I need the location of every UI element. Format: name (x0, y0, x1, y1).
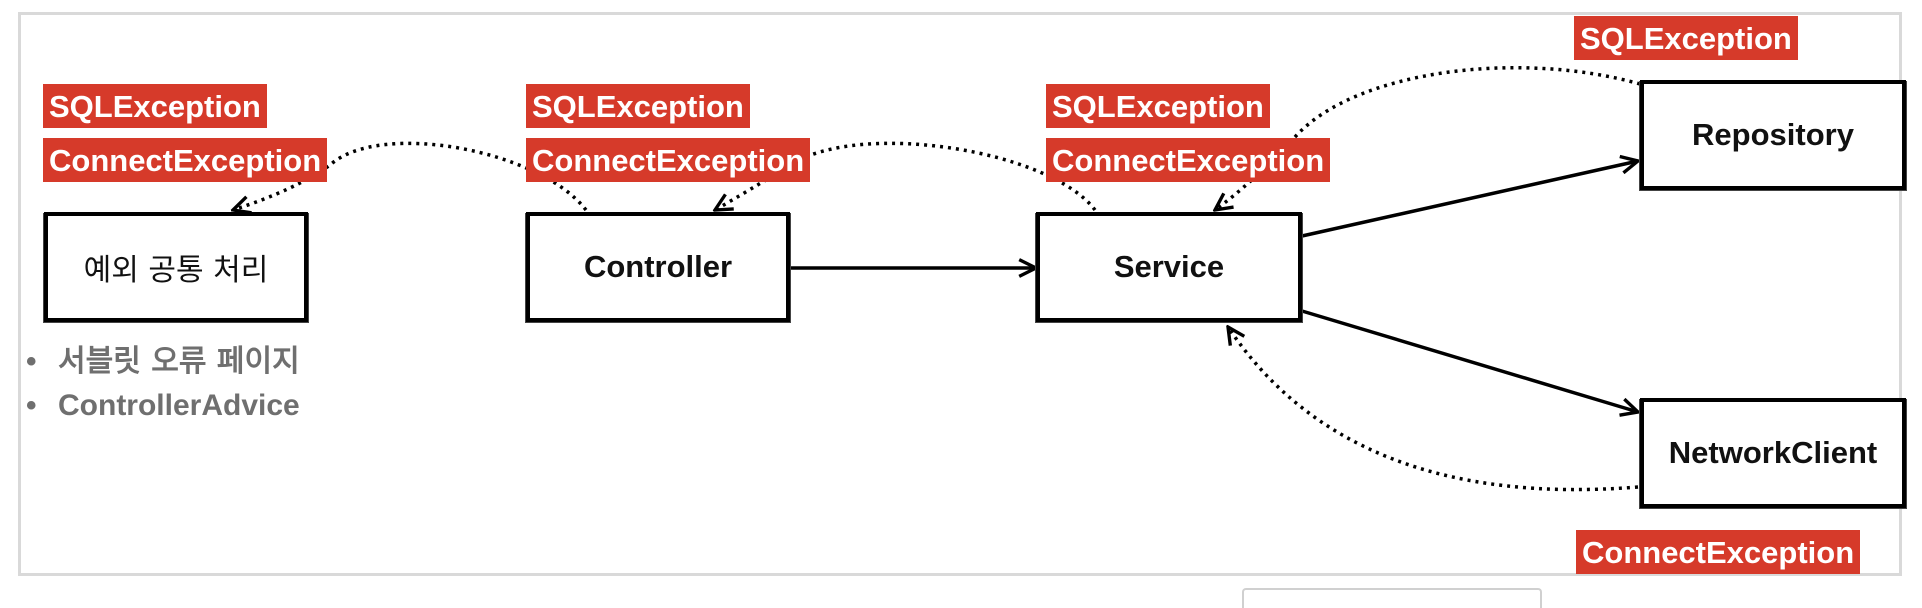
networkclient-box: NetworkClient (1640, 398, 1906, 508)
controller-connectexception-tag: ConnectException (526, 138, 811, 182)
service-box: Service (1036, 212, 1302, 322)
networkclient-label: NetworkClient (1668, 435, 1878, 470)
repository-box: Repository (1640, 80, 1906, 190)
note-item: ControllerAdvice (26, 384, 300, 428)
handler-connectexception-tag: ConnectException (43, 138, 328, 182)
service-label: Service (1113, 249, 1225, 284)
common-handler-label: 예외 공통 처리 (83, 253, 269, 288)
note-item-text: ControllerAdvice (58, 389, 300, 422)
note-item-text: 서블릿 오류 페이지 (58, 344, 300, 379)
throw-arrow-service-controller (715, 141, 1097, 210)
call-arrow-service-repository (1301, 161, 1638, 238)
call-arrow-service-networkclient (1301, 309, 1638, 412)
service-connectexception-tag: ConnectException (1046, 138, 1331, 182)
networkclient-connectexception-tag: ConnectException (1576, 530, 1861, 574)
service-sqlexception-tag: SQLException (1046, 84, 1270, 128)
note-item: 서블릿 오류 페이지 (26, 340, 300, 384)
controller-label: Controller (583, 249, 733, 284)
diagram-frame (18, 12, 1902, 576)
throw-arrow-networkclient-service (1228, 327, 1639, 492)
repository-sqlexception-tag: SQLException (1574, 16, 1798, 60)
repository-label: Repository (1692, 117, 1854, 152)
controller-box: Controller (526, 212, 790, 322)
controller-sqlexception-tag: SQLException (526, 84, 750, 128)
common-handler-box: 예외 공통 처리 (44, 212, 308, 322)
handler-sqlexception-tag: SQLException (43, 84, 267, 128)
handler-notes-list: 서블릿 오류 페이지 ControllerAdvice (26, 340, 300, 428)
